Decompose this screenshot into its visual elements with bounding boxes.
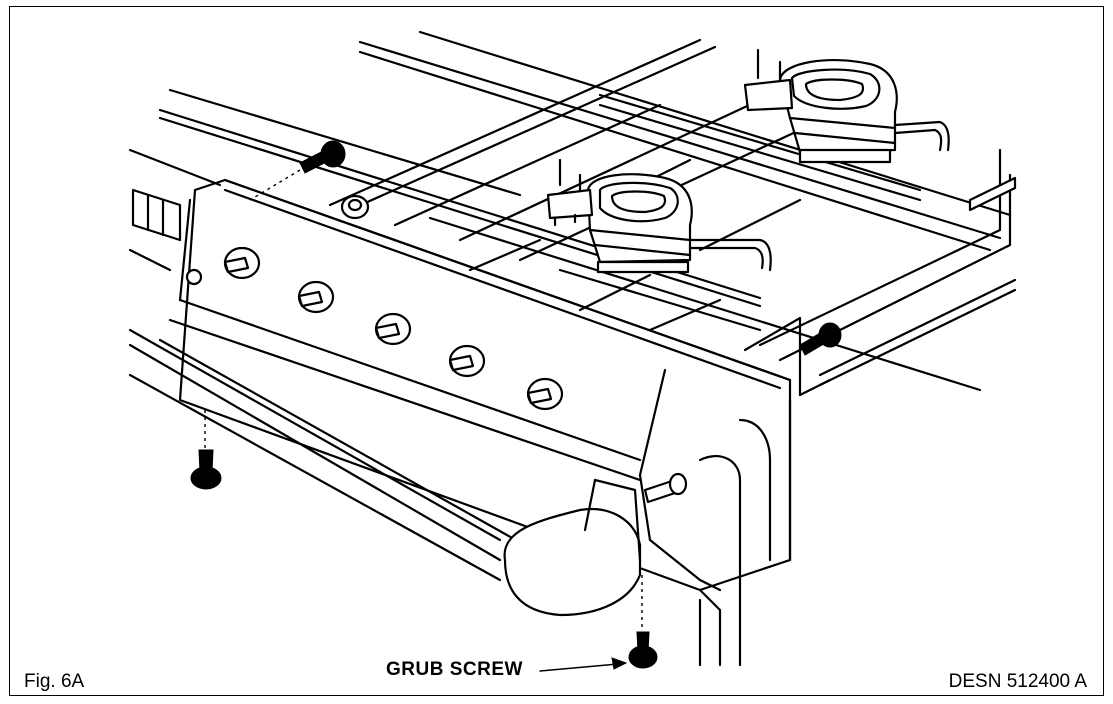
knob-2 [297, 280, 335, 314]
front-left-screw [190, 410, 222, 490]
knob-1 [223, 246, 261, 280]
right-frame-screw [799, 322, 842, 356]
figure-number: Fig. 6A [24, 671, 85, 692]
gas-valve-right [743, 48, 950, 164]
drawing-reference-code: DESN 512400 A [948, 671, 1087, 692]
cross-bars [328, 38, 802, 332]
display-panel [131, 188, 203, 286]
grub-screw [628, 575, 658, 669]
knob-3 [374, 312, 412, 346]
rear-left-screw [249, 140, 346, 201]
end-cap [698, 588, 742, 667]
control-knobs [223, 246, 564, 411]
control-fascia [128, 148, 792, 592]
front-handle-rail [128, 328, 642, 617]
side-stud [643, 472, 688, 504]
gas-valve-left [546, 158, 772, 274]
grub-screw-label: GRUB SCREW [386, 659, 523, 680]
rear-nut [340, 194, 370, 220]
knob-4 [448, 344, 486, 378]
knob-5 [526, 377, 564, 411]
right-side-frame [743, 148, 1017, 397]
figure-frame [9, 6, 1104, 696]
grub-screw-callout-arrow [539, 657, 628, 672]
